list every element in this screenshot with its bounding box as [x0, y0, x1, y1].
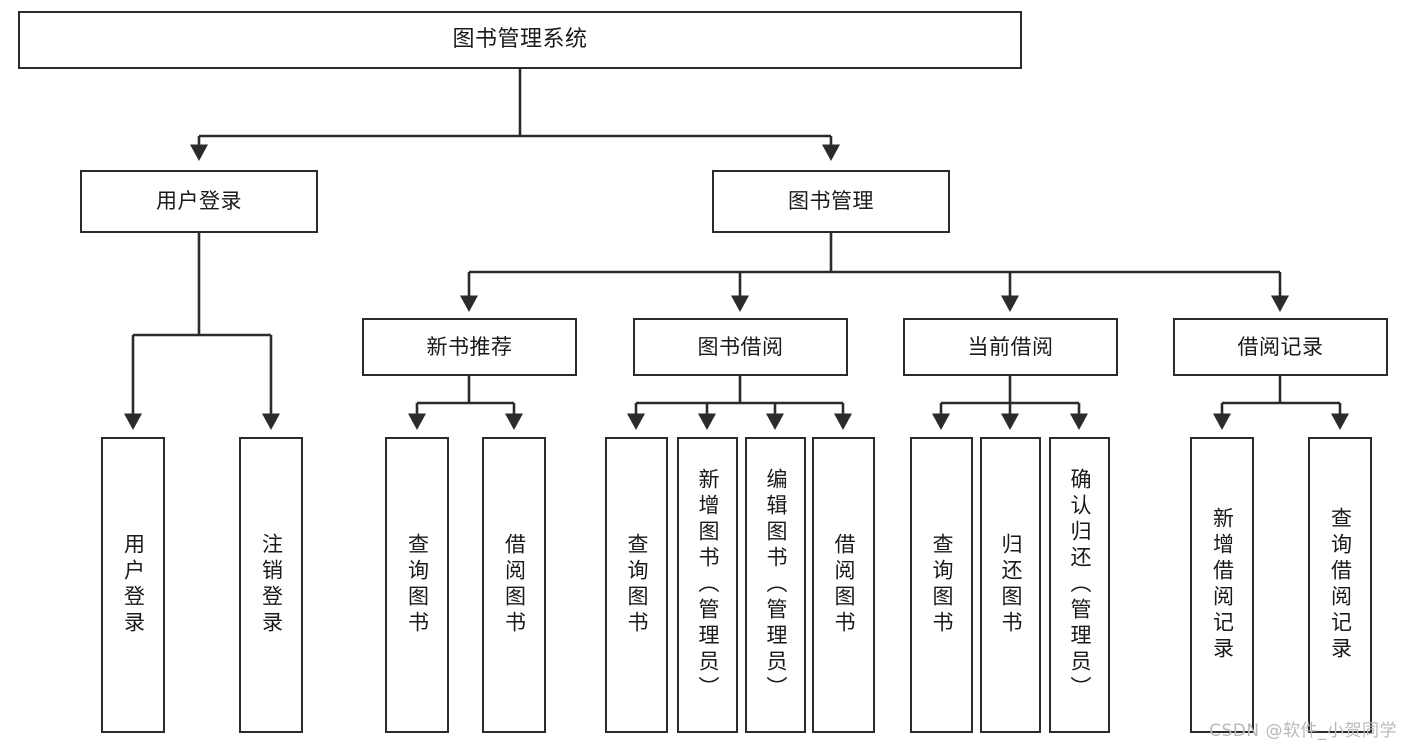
node-leaf-query-book-current[interactable]: 查询图书: [910, 437, 973, 733]
node-label: 新增图书（管理员）: [696, 468, 720, 702]
node-leaf-borrow-book-new[interactable]: 借阅图书: [482, 437, 546, 733]
node-leaf-confirm-return-admin[interactable]: 确认归还（管理员）: [1049, 437, 1110, 733]
node-label: 查询图书: [930, 533, 954, 637]
watermark: CSDN @软件_小贺同学: [1209, 721, 1397, 741]
node-user-login[interactable]: 用户登录: [80, 170, 318, 233]
node-label: 图书管理: [788, 189, 874, 214]
node-book-borrow[interactable]: 图书借阅: [633, 318, 848, 376]
node-leaf-edit-book-admin[interactable]: 编辑图书（管理员）: [745, 437, 806, 733]
node-leaf-query-book-borrow[interactable]: 查询图书: [605, 437, 668, 733]
node-leaf-add-book-admin[interactable]: 新增图书（管理员）: [677, 437, 738, 733]
node-label: 借阅记录: [1237, 334, 1324, 359]
node-book-management[interactable]: 图书管理: [712, 170, 950, 233]
node-label: 查询借阅记录: [1328, 507, 1353, 663]
node-label: 新增借阅记录: [1210, 507, 1235, 663]
node-current-borrow[interactable]: 当前借阅: [903, 318, 1118, 376]
node-label: 用户登录: [156, 189, 242, 214]
node-label: 当前借阅: [967, 334, 1054, 359]
node-label: 注销登录: [259, 533, 284, 637]
node-label: 查询图书: [405, 533, 430, 637]
node-label: 借阅图书: [832, 533, 856, 637]
node-label: 用户登录: [121, 533, 146, 637]
node-leaf-query-book-new[interactable]: 查询图书: [385, 437, 449, 733]
node-label: 归还图书: [999, 533, 1023, 637]
node-root-system[interactable]: 图书管理系统: [18, 11, 1022, 69]
node-borrow-record[interactable]: 借阅记录: [1173, 318, 1388, 376]
node-label: 图书管理系统: [452, 27, 588, 53]
node-new-book-recommend[interactable]: 新书推荐: [362, 318, 577, 376]
node-leaf-logout[interactable]: 注销登录: [239, 437, 303, 733]
node-leaf-add-borrow-record[interactable]: 新增借阅记录: [1190, 437, 1254, 733]
node-label: 新书推荐: [426, 334, 513, 359]
node-leaf-user-login[interactable]: 用户登录: [101, 437, 165, 733]
node-label: 确认归还（管理员）: [1068, 468, 1092, 702]
node-leaf-query-borrow-record[interactable]: 查询借阅记录: [1308, 437, 1372, 733]
node-label: 查询图书: [625, 533, 649, 637]
node-leaf-return-book[interactable]: 归还图书: [980, 437, 1041, 733]
node-label: 借阅图书: [502, 533, 527, 637]
node-label: 图书借阅: [697, 334, 784, 359]
node-label: 编辑图书（管理员）: [764, 468, 788, 702]
node-leaf-borrow-book[interactable]: 借阅图书: [812, 437, 875, 733]
